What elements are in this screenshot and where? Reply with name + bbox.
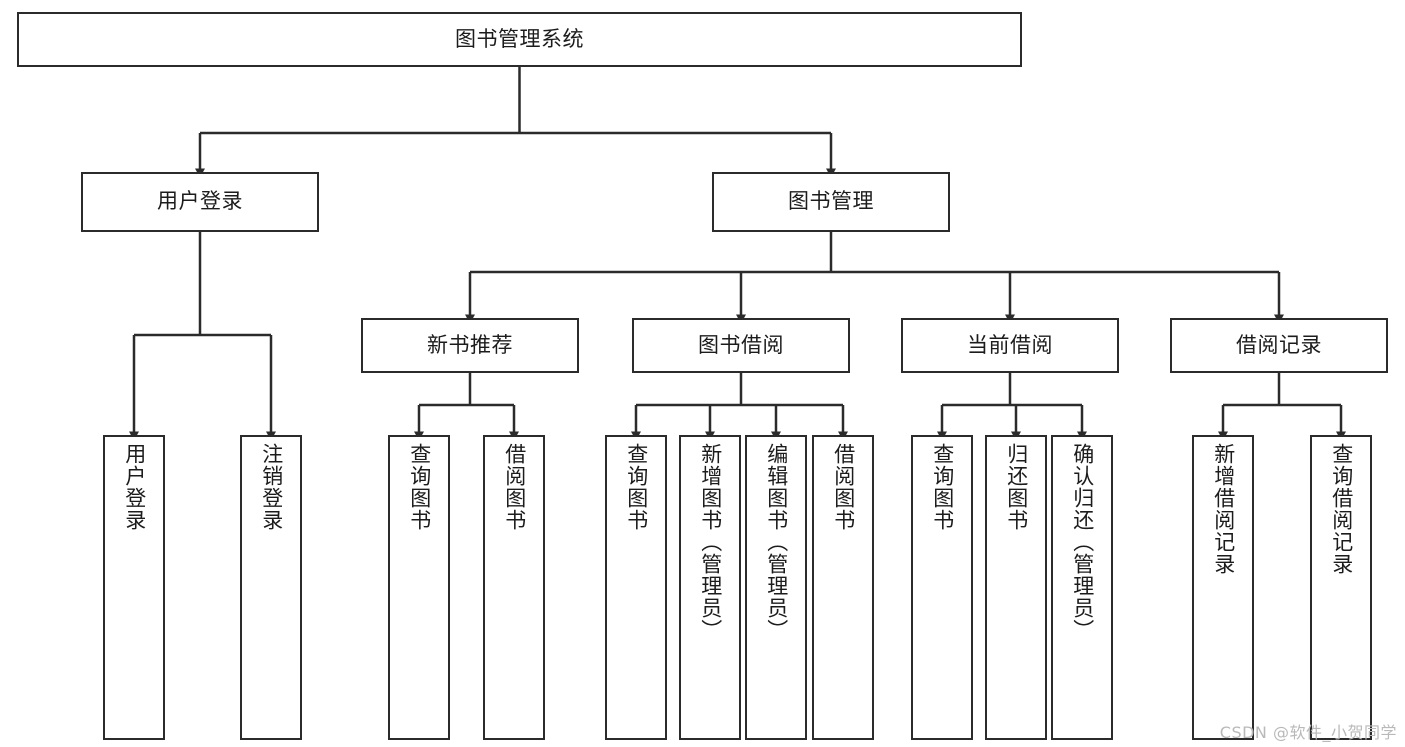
node-label-leaf-user-login: 用户登录 xyxy=(122,443,147,531)
node-label-leaf-user-logout: 注销登录 xyxy=(259,443,284,531)
connector-lines xyxy=(129,67,1346,441)
node-leaf-cur-confirm[interactable]: 确认归还（管理员） xyxy=(1051,435,1113,740)
node-label-book-borrow: 图书借阅 xyxy=(698,332,784,357)
node-root[interactable]: 图书管理系统 xyxy=(17,12,1022,67)
node-user-login[interactable]: 用户登录 xyxy=(81,172,319,232)
node-label-new-book-rec: 新书推荐 xyxy=(427,332,513,357)
node-label-current-borrow: 当前借阅 xyxy=(967,332,1053,357)
node-book-manage[interactable]: 图书管理 xyxy=(712,172,950,232)
node-leaf-user-logout[interactable]: 注销登录 xyxy=(240,435,302,740)
node-label-leaf-borrow-lend: 借阅图书 xyxy=(831,443,856,531)
node-leaf-cur-return[interactable]: 归还图书 xyxy=(985,435,1047,740)
node-label-leaf-borrow-query: 查询图书 xyxy=(624,443,649,531)
node-label-leaf-rec-borrow: 借阅图书 xyxy=(502,443,527,531)
node-label-leaf-borrow-add: 新增图书（管理员） xyxy=(698,443,723,641)
node-label-leaf-cur-query: 查询图书 xyxy=(930,443,955,531)
node-leaf-borrow-lend[interactable]: 借阅图书 xyxy=(812,435,874,740)
node-label-leaf-borrow-edit: 编辑图书（管理员） xyxy=(764,443,789,641)
node-label-book-manage: 图书管理 xyxy=(788,189,874,214)
node-label-leaf-cur-confirm: 确认归还（管理员） xyxy=(1070,443,1095,641)
node-leaf-borrow-query[interactable]: 查询图书 xyxy=(605,435,667,740)
node-leaf-cur-query[interactable]: 查询图书 xyxy=(911,435,973,740)
node-book-borrow[interactable]: 图书借阅 xyxy=(632,318,850,373)
node-leaf-user-login[interactable]: 用户登录 xyxy=(103,435,165,740)
node-label-leaf-rec-search: 查询借阅记录 xyxy=(1329,443,1354,575)
node-label-user-login: 用户登录 xyxy=(157,189,243,214)
node-leaf-rec-borrow[interactable]: 借阅图书 xyxy=(483,435,545,740)
node-current-borrow[interactable]: 当前借阅 xyxy=(901,318,1119,373)
node-label-leaf-cur-return: 归还图书 xyxy=(1004,443,1029,531)
node-label-leaf-rec-query: 查询图书 xyxy=(407,443,432,531)
node-label-leaf-rec-add: 新增借阅记录 xyxy=(1211,443,1236,575)
node-leaf-rec-add[interactable]: 新增借阅记录 xyxy=(1192,435,1254,740)
node-label-root: 图书管理系统 xyxy=(455,26,584,51)
node-leaf-rec-search[interactable]: 查询借阅记录 xyxy=(1310,435,1372,740)
node-label-borrow-record: 借阅记录 xyxy=(1236,332,1322,357)
node-new-book-rec[interactable]: 新书推荐 xyxy=(361,318,579,373)
node-leaf-rec-query[interactable]: 查询图书 xyxy=(388,435,450,740)
node-leaf-borrow-edit[interactable]: 编辑图书（管理员） xyxy=(745,435,807,740)
node-leaf-borrow-add[interactable]: 新增图书（管理员） xyxy=(679,435,741,740)
node-borrow-record[interactable]: 借阅记录 xyxy=(1170,318,1388,373)
